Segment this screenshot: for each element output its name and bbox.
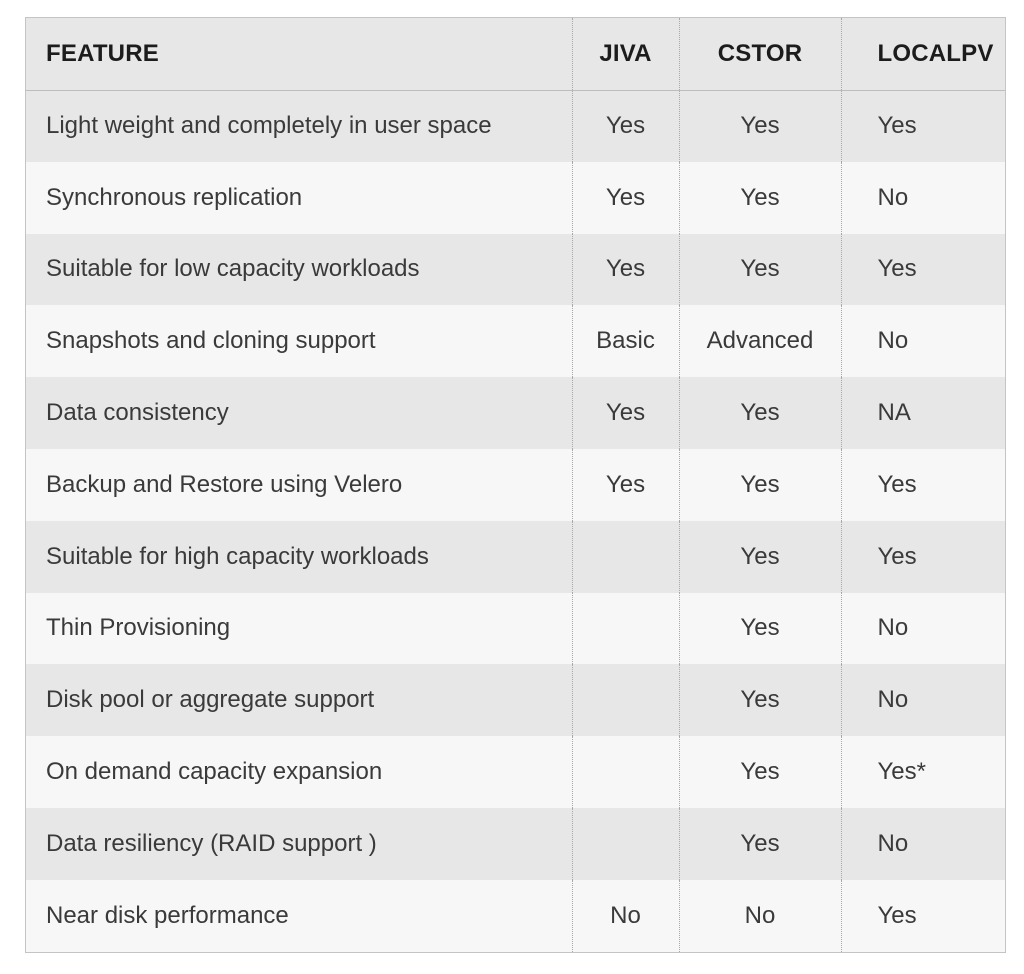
localpv-cell: No [840,664,1005,737]
feature-cell: Data consistency [46,399,229,427]
feature-cell: Synchronous replication [46,183,303,211]
feature-cell: Data resiliency (RAID support ) [46,829,377,857]
cstor-cell: Yes [678,161,841,234]
jiva-cell [571,592,679,665]
table-body: Light weight and completely in user spac… [26,90,1005,952]
header-jiva: JIVA [571,18,679,91]
cstor-cell: Yes [678,448,841,521]
jiva-cell: Yes [571,233,679,306]
localpv-cell: No [840,305,1005,378]
feature-cell: Light weight and completely in user spac… [46,112,492,140]
cstor-cell: Yes [678,736,841,808]
jiva-cell [571,520,679,593]
feature-comparison-table: FEATURE JIVA CSTOR LOCALPV Light weight … [26,18,1005,952]
jiva-cell: Yes [571,377,679,449]
table-header: FEATURE JIVA CSTOR LOCALPV [26,18,1005,91]
cstor-cell: Advanced [678,305,841,378]
header-feature: FEATURE [26,18,572,91]
header-row: FEATURE JIVA CSTOR LOCALPV [26,18,1005,91]
feature-cell: Snapshots and cloning support [46,327,376,355]
jiva-cell: Yes [571,90,679,162]
localpv-cell: Yes* [840,736,1005,808]
localpv-cell: No [840,592,1005,665]
cstor-cell: Yes [678,807,841,880]
jiva-cell: Yes [571,448,679,521]
cstor-cell: No [678,879,841,952]
jiva-cell [571,736,679,808]
header-cstor: CSTOR [678,18,841,91]
cstor-cell: Yes [678,233,841,306]
jiva-cell: Yes [571,161,679,234]
localpv-cell: No [840,161,1005,234]
cstor-cell: Yes [678,592,841,665]
feature-cell: Near disk performance [46,901,289,929]
jiva-cell [571,807,679,880]
localpv-cell: No [840,807,1005,880]
feature-cell: Disk pool or aggregate support [46,686,375,714]
feature-cell: Suitable for high capacity workloads [46,542,429,570]
localpv-cell: Yes [840,520,1005,593]
cstor-cell: Yes [678,377,841,449]
localpv-cell: Yes [840,90,1005,162]
cstor-cell: Yes [678,520,841,593]
feature-cell: Suitable for low capacity workloads [46,255,420,283]
header-localpv: LOCALPV [840,18,1005,91]
localpv-cell: Yes [840,233,1005,306]
feature-comparison-table-container: FEATURE JIVA CSTOR LOCALPV Light weight … [25,17,1006,953]
feature-cell: On demand capacity expansion [46,758,383,786]
localpv-cell: Yes [840,448,1005,521]
cstor-cell: Yes [678,90,841,162]
jiva-cell: No [571,879,679,952]
localpv-cell: NA [840,377,1005,449]
cstor-cell: Yes [678,664,841,737]
jiva-cell [571,664,679,737]
localpv-cell: Yes [840,879,1005,952]
feature-cell: Thin Provisioning [46,614,231,642]
jiva-cell: Basic [571,305,679,378]
table-row: Light weight and completely in user spac… [26,90,1005,162]
feature-cell: Backup and Restore using Velero [46,470,403,498]
